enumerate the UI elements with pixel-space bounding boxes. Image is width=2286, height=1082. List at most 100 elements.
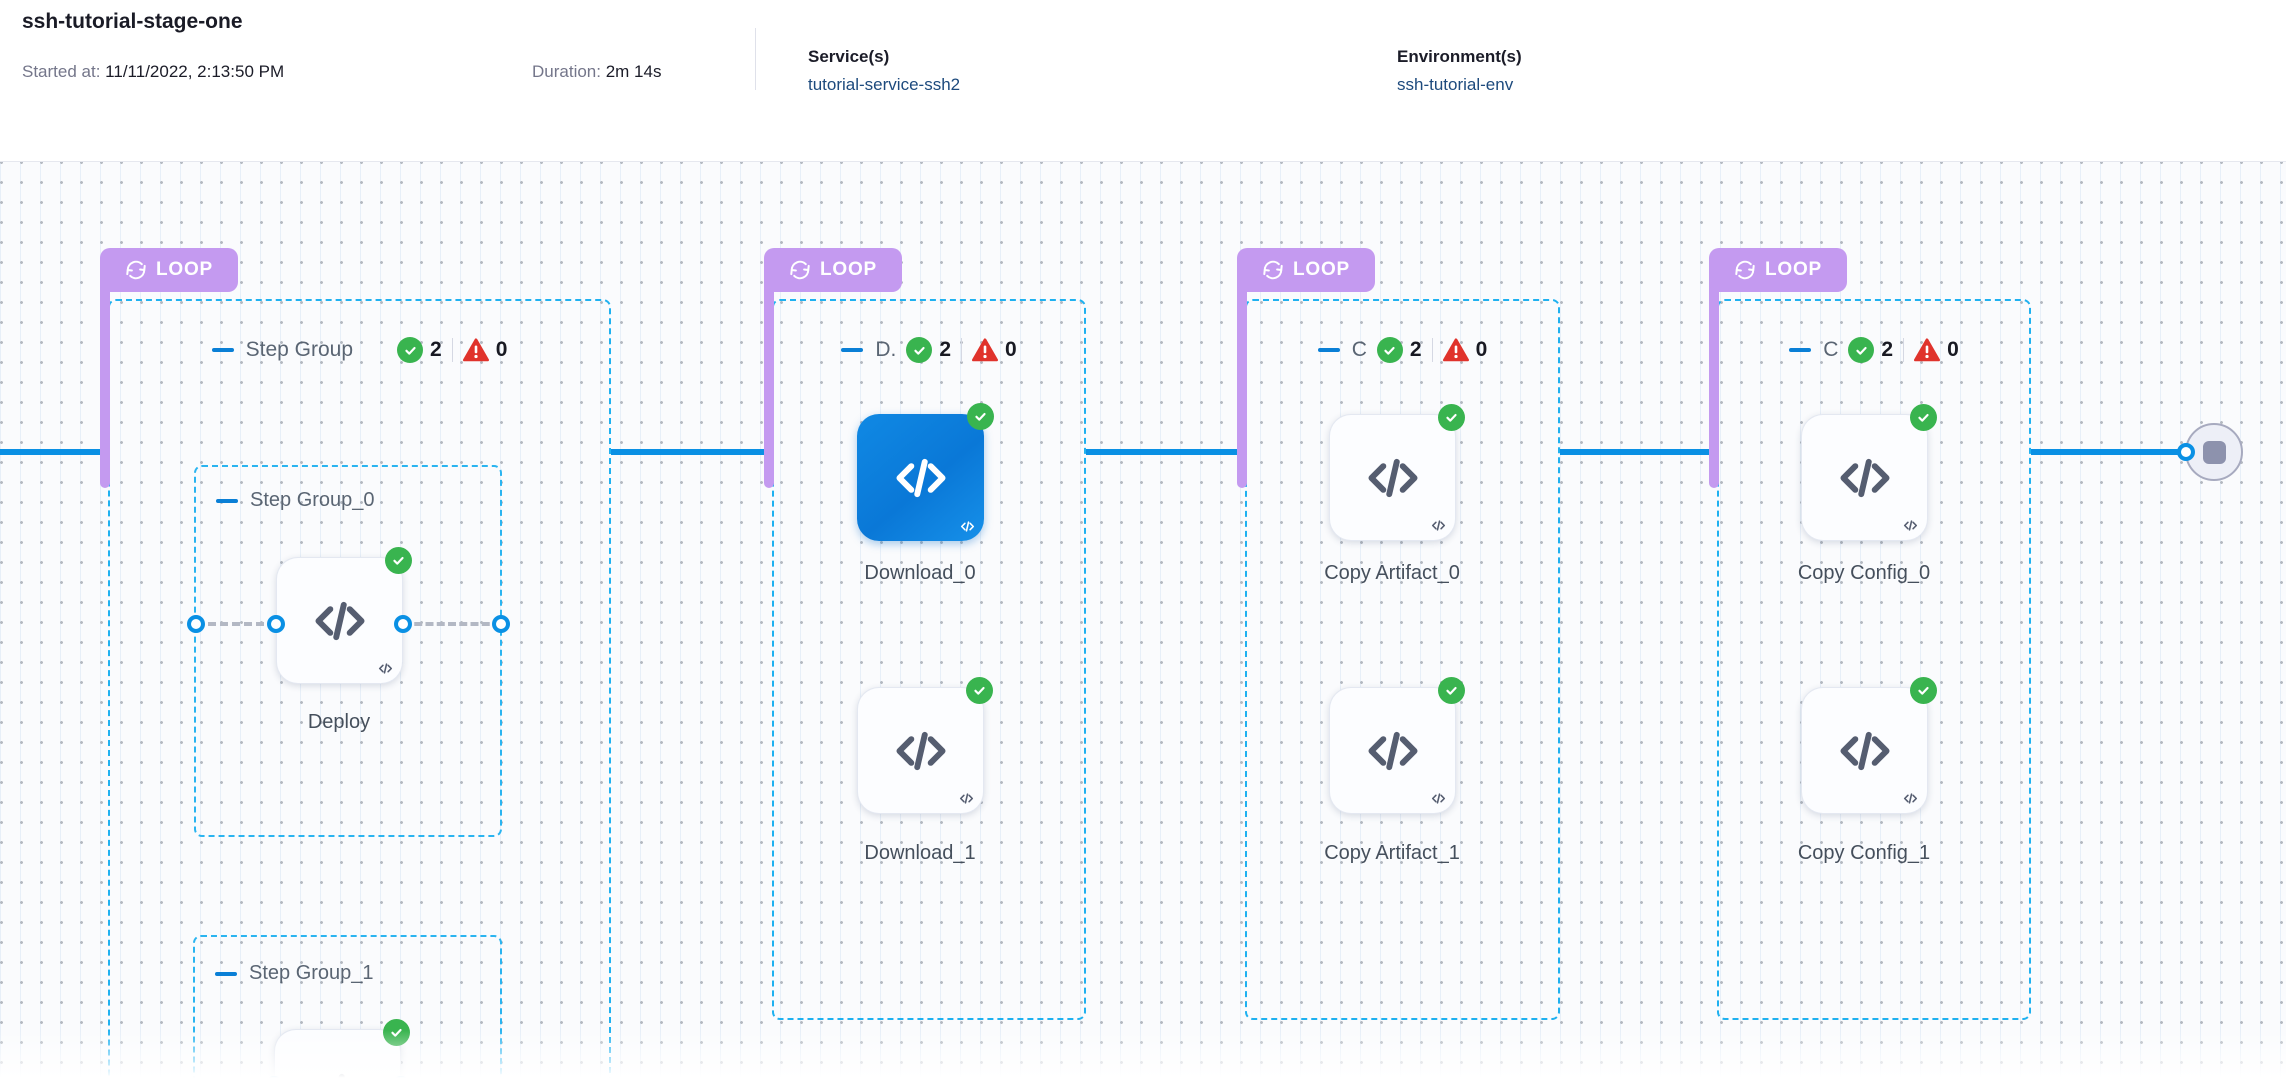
- inner-step-group-label: Step Group_0: [250, 489, 375, 511]
- success-badge-icon: [967, 403, 994, 430]
- success-count-icon: [1848, 337, 1875, 363]
- step-node-deploy[interactable]: [276, 547, 412, 684]
- code-icon: [1837, 723, 1893, 779]
- step-group-label: Step Group: [245, 338, 354, 361]
- loop-badge[interactable]: LOOP: [764, 248, 902, 292]
- count-divider: [451, 338, 453, 362]
- connector-dot: [492, 615, 510, 633]
- failed-count: 0: [1005, 338, 1017, 361]
- success-badge-icon: [385, 547, 412, 574]
- step-node[interactable]: [274, 1019, 410, 1082]
- code-mini-icon: [1431, 518, 1446, 533]
- inner-step-group-header[interactable]: Step Group_0: [216, 489, 375, 512]
- code-mini-icon: [378, 661, 393, 676]
- success-badge-icon: [966, 677, 993, 704]
- inner-step-group-header[interactable]: Step Group_1: [215, 962, 374, 985]
- success-count: 2: [939, 338, 951, 361]
- step-group-header[interactable]: D. 2 0: [774, 337, 1084, 363]
- header-divider: [755, 28, 756, 90]
- pipeline-graph-canvas[interactable]: LOOP LOOP LOOP LOOP Step Group 2 0: [0, 161, 2286, 1082]
- failed-count-icon: [1914, 338, 1940, 362]
- step-node-copy-artifact-0[interactable]: [1329, 404, 1465, 541]
- step-group-container: D. 2 0 Download_0 Download_1: [772, 299, 1086, 1020]
- success-badge-icon: [1438, 404, 1465, 431]
- loop-badge[interactable]: LOOP: [1709, 248, 1847, 292]
- failed-count-icon: [463, 338, 489, 362]
- success-badge-icon: [1438, 677, 1465, 704]
- failed-count: 0: [495, 338, 508, 361]
- code-icon: [310, 1065, 366, 1082]
- collapse-icon[interactable]: [841, 348, 864, 352]
- stage-header: ssh-tutorial-stage-one Started at: 11/11…: [0, 0, 2286, 162]
- loop-badge[interactable]: LOOP: [1237, 248, 1375, 292]
- success-badge-icon: [1910, 677, 1937, 704]
- failed-count: 0: [1475, 338, 1488, 361]
- duration-value: 2m 14s: [605, 62, 662, 81]
- success-count: 2: [430, 338, 442, 361]
- connector-dash: [403, 622, 501, 626]
- code-icon: [1837, 450, 1893, 506]
- main-line-segment: [1086, 449, 1237, 455]
- count-divider: [961, 338, 962, 362]
- services-block: Service(s) tutorial-service-ssh2: [808, 47, 960, 95]
- inner-step-group-0: Step Group_0 Deploy: [187, 465, 510, 837]
- loop-icon: [1734, 259, 1756, 281]
- success-badge-icon: [1910, 404, 1937, 431]
- step-group-label: C: [1351, 338, 1367, 361]
- success-count-icon: [1376, 337, 1403, 363]
- success-count-icon: [397, 337, 424, 363]
- step-node-download-1[interactable]: [857, 677, 993, 814]
- service-link[interactable]: tutorial-service-ssh2: [808, 75, 961, 94]
- step-group-header[interactable]: C 2 0: [1247, 337, 1558, 363]
- connector-dot: [187, 615, 205, 633]
- main-line-segment: [611, 449, 764, 455]
- loop-badge[interactable]: LOOP: [100, 248, 238, 292]
- success-count-icon: [906, 337, 933, 363]
- main-line-segment: [0, 449, 100, 455]
- connector-dot: [392, 1076, 410, 1082]
- collapse-icon[interactable]: [211, 348, 234, 352]
- collapse-icon[interactable]: [1789, 348, 1812, 352]
- main-line-segment: [2031, 449, 2186, 455]
- collapse-icon[interactable]: [1317, 348, 1340, 352]
- code-icon: [312, 593, 368, 649]
- loop-strip: [1237, 276, 1247, 488]
- step-label: Copy Config_0: [1797, 562, 1931, 584]
- connector-dot: [267, 615, 285, 633]
- loop-icon: [1262, 259, 1284, 281]
- loop-strip: [1709, 276, 1719, 488]
- failed-count-icon: [1443, 338, 1469, 362]
- step-group-label: C: [1823, 338, 1839, 361]
- collapse-icon[interactable]: [216, 498, 238, 503]
- code-mini-icon: [1903, 791, 1918, 806]
- connector-dash: [196, 622, 276, 626]
- loop-icon: [789, 259, 811, 281]
- stage-title: ssh-tutorial-stage-one: [22, 10, 243, 33]
- environments-block: Environment(s) ssh-tutorial-env: [1397, 47, 1522, 95]
- step-label: Download_1: [864, 842, 976, 864]
- environment-link[interactable]: ssh-tutorial-env: [1397, 75, 1514, 94]
- step-node-copy-config-0[interactable]: [1801, 404, 1937, 541]
- loop-strip: [764, 276, 774, 488]
- step-group-header[interactable]: Step Group 2 0: [110, 337, 609, 363]
- step-node-copy-artifact-1[interactable]: [1329, 677, 1465, 814]
- success-badge-icon: [383, 1019, 410, 1046]
- step-group-header[interactable]: C 2 0: [1719, 337, 2029, 363]
- step-label: Copy Config_1: [1797, 842, 1931, 864]
- step-node-copy-config-1[interactable]: [1801, 677, 1937, 814]
- step-node-download-0[interactable]: [857, 403, 994, 541]
- step-group-container: C 2 0 Copy Artifact_0 Copy Artifact_1: [1245, 299, 1560, 1020]
- count-divider: [1903, 338, 1905, 362]
- step-label: Copy Artifact_1: [1324, 842, 1460, 864]
- success-count: 2: [1881, 338, 1894, 361]
- collapse-icon[interactable]: [215, 971, 237, 976]
- code-icon: [893, 723, 949, 779]
- code-mini-icon: [959, 791, 974, 806]
- count-divider: [1431, 338, 1433, 362]
- code-mini-icon: [1431, 791, 1446, 806]
- started-at: Started at: 11/11/2022, 2:13:50 PM: [22, 62, 284, 82]
- duration: Duration: 2m 14s: [532, 62, 661, 82]
- connector-dot: [394, 615, 412, 633]
- duration-label: Duration:: [532, 62, 601, 81]
